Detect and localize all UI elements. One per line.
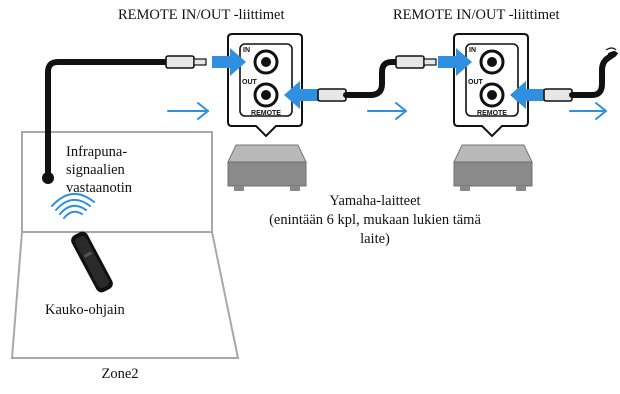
ir-signal-waves-icon xyxy=(51,193,95,219)
arrow-out-2 xyxy=(510,81,544,109)
link-cable-2 xyxy=(569,51,617,98)
receiver-label-line1: Infrapuna- xyxy=(66,144,128,160)
remote-control-icon xyxy=(71,231,113,293)
jack-out-label-1: OUT xyxy=(242,79,258,86)
plug-icon xyxy=(165,55,207,69)
devices-label-line1: Yamaha-laitteet xyxy=(329,193,421,209)
zone-label: Zone2 xyxy=(101,366,139,382)
flow-arrow-3 xyxy=(569,102,607,120)
devices-label-line3: laite) xyxy=(360,231,390,247)
yamaha-device-1 xyxy=(227,144,307,191)
zone2-room xyxy=(10,131,240,359)
plug-icon xyxy=(543,88,573,102)
plug-icon xyxy=(395,55,437,69)
ir-receiver-icon xyxy=(42,172,54,184)
cable-break-icon xyxy=(605,47,619,55)
receiver-label-line2: signaalien xyxy=(66,162,125,178)
receiver-label-line3: vastaanotin xyxy=(66,180,133,196)
jack-remote-label-1: REMOTE xyxy=(251,110,281,117)
jack-remote-label-2: REMOTE xyxy=(477,110,507,117)
connector-label-2: REMOTE IN/OUT -liittimet xyxy=(393,7,560,23)
devices-label-line2: (enintään 6 kpl, mukaan lukien tämä xyxy=(269,212,481,228)
jack-panel-2 xyxy=(453,33,529,138)
jack-in-label-1: IN xyxy=(243,47,250,54)
remote-label: Kauko-ohjain xyxy=(45,302,125,318)
yamaha-device-2 xyxy=(453,144,533,191)
receiver-cable xyxy=(45,59,171,179)
flow-arrow-2 xyxy=(367,102,407,120)
arrow-in-2 xyxy=(438,48,472,76)
jack-in-label-2: IN xyxy=(469,47,476,54)
jack-out-label-2: OUT xyxy=(468,79,484,86)
jack-panel-1 xyxy=(227,33,303,138)
flow-arrow-1 xyxy=(167,102,209,120)
plug-icon xyxy=(317,88,347,102)
arrow-out-1 xyxy=(284,81,318,109)
arrow-in-1 xyxy=(212,48,246,76)
link-cable-1 xyxy=(343,59,401,98)
connector-label-1: REMOTE IN/OUT -liittimet xyxy=(118,7,285,23)
